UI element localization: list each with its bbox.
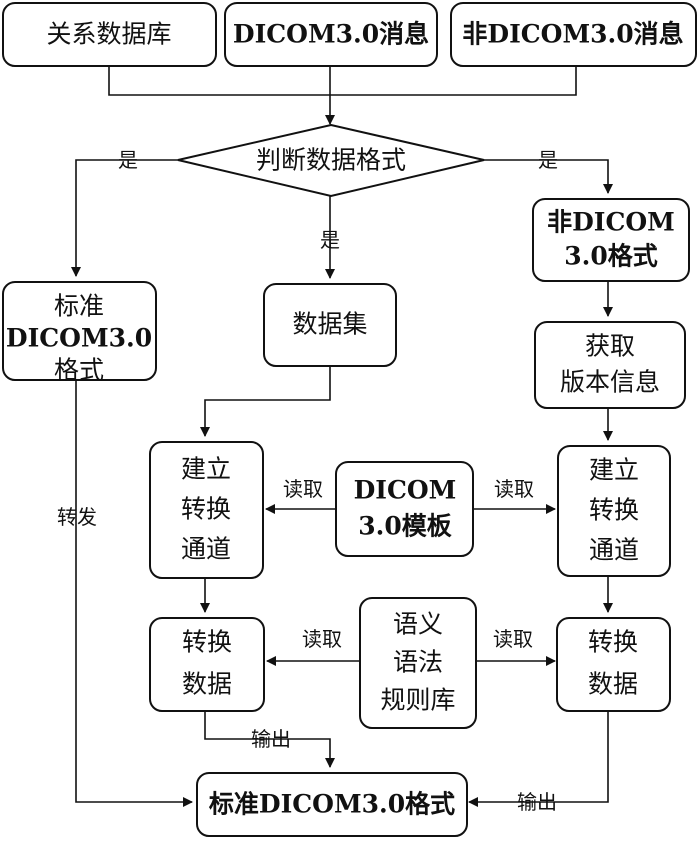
node-judge-format: 判断数据格式 xyxy=(177,123,485,198)
node-build-channel-right-line1: 建立 xyxy=(589,456,639,485)
node-convert-left-line2: 数据 xyxy=(182,670,232,699)
edge-judge-to-non-dicom xyxy=(484,159,613,194)
label-read-template-left: 读取 xyxy=(283,477,323,501)
node-non-dicom-format-line2: 3.0格式 xyxy=(564,242,658,271)
label-output-right: 输出 xyxy=(517,790,557,814)
node-get-version-line1: 获取 xyxy=(585,332,635,361)
node-relational-db: 关系数据库 xyxy=(2,2,217,67)
node-standard-dicom-left-line3: 格式 xyxy=(54,356,104,385)
node-build-channel-left-line2: 转换 xyxy=(181,495,231,524)
node-get-version-line2: 版本信息 xyxy=(560,368,660,397)
label-read-rules-right: 读取 xyxy=(493,627,533,651)
node-semantic-rules-line3: 规则库 xyxy=(380,686,455,715)
node-standard-dicom-output-label: 标准DICOM3.0格式 xyxy=(209,790,455,819)
node-non-dicom-message: 非DICOM3.0消息 xyxy=(450,2,697,67)
edge-non-dicom-msg-merge xyxy=(330,66,577,96)
node-dicom-message: DICOM3.0消息 xyxy=(224,2,438,67)
node-semantic-rules: 语义 语法 规则库 xyxy=(359,597,477,729)
node-convert-right-line2: 数据 xyxy=(588,670,638,699)
node-dicom-message-label: DICOM3.0消息 xyxy=(233,20,429,49)
edge-relational-db-merge xyxy=(108,66,330,96)
node-get-version: 获取 版本信息 xyxy=(534,321,686,409)
edges xyxy=(71,66,613,807)
node-dataset-label: 数据集 xyxy=(292,310,367,339)
edge-dataset-to-channel-left xyxy=(200,366,331,437)
label-read-template-right: 读取 xyxy=(494,477,534,501)
node-build-channel-right: 建立 转换 通道 xyxy=(557,445,671,577)
edge-forward-to-output xyxy=(75,380,193,807)
node-standard-dicom-left: 标准 DICOM3.0 格式 xyxy=(2,281,157,385)
label-yes-right: 是 xyxy=(538,148,558,172)
label-output-left: 输出 xyxy=(251,727,291,751)
edge-convert-left-to-output xyxy=(204,711,335,768)
node-standard-dicom-output: 标准DICOM3.0格式 xyxy=(196,772,468,837)
label-yes-left: 是 xyxy=(118,148,138,172)
node-dataset: 数据集 xyxy=(263,283,397,367)
node-non-dicom-message-label: 非DICOM3.0消息 xyxy=(462,20,683,49)
node-dicom-template-line2: 3.0模板 xyxy=(358,512,452,541)
node-relational-db-label: 关系数据库 xyxy=(46,20,171,49)
node-non-dicom-format: 非DICOM 3.0格式 xyxy=(532,198,690,282)
node-convert-left-line1: 转换 xyxy=(182,628,232,657)
node-dicom-template: DICOM 3.0模板 xyxy=(335,461,474,557)
node-build-channel-left: 建立 转换 通道 xyxy=(149,441,264,579)
label-read-rules-left: 读取 xyxy=(302,627,342,651)
node-build-channel-right-line2: 转换 xyxy=(589,496,639,525)
node-standard-dicom-left-line2: DICOM3.0 xyxy=(6,324,152,353)
node-build-channel-right-line3: 通道 xyxy=(589,536,639,565)
node-standard-dicom-left-line1: 标准 xyxy=(54,292,104,321)
node-semantic-rules-line2: 语法 xyxy=(393,648,443,677)
edge-labels: 是 是 是 转发 读取 读取 读取 读取 输出 输出 xyxy=(57,148,558,814)
node-convert-right-line1: 转换 xyxy=(588,628,638,657)
node-judge-format-label: 判断数据格式 xyxy=(256,146,406,175)
node-semantic-rules-line1: 语义 xyxy=(393,610,443,639)
node-convert-right: 转换 数据 xyxy=(556,617,671,712)
label-forward: 转发 xyxy=(57,505,97,529)
node-dicom-template-line1: DICOM xyxy=(354,476,457,505)
node-convert-left: 转换 数据 xyxy=(149,617,265,712)
node-non-dicom-format-line1: 非DICOM xyxy=(547,208,675,237)
node-build-channel-left-line3: 通道 xyxy=(181,535,231,564)
node-build-channel-left-line1: 建立 xyxy=(181,455,231,484)
label-yes-mid: 是 xyxy=(320,228,340,252)
edge-judge-to-standard-left xyxy=(71,159,178,277)
edge-convert-right-to-output xyxy=(468,711,609,807)
